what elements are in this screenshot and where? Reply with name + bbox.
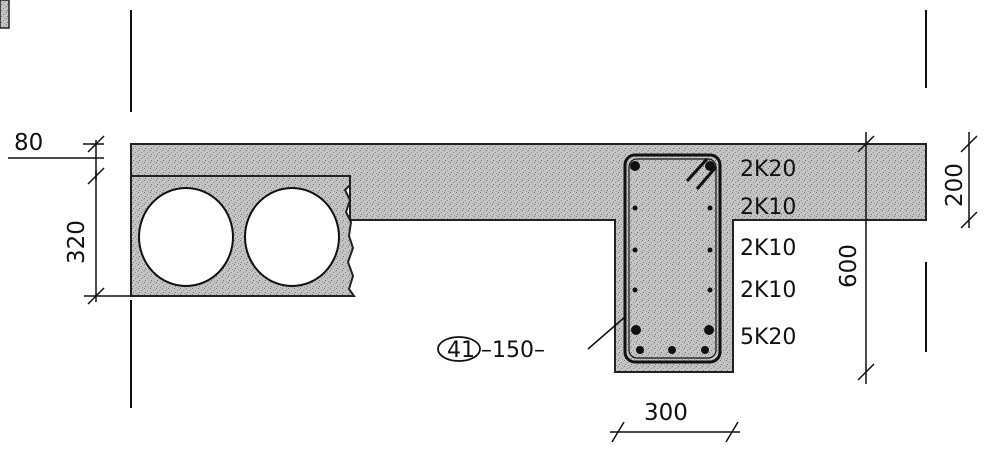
- rebar-bottom-3: [636, 346, 644, 354]
- dim-200-tick-top: [960, 135, 978, 153]
- rebar-top-left: [630, 161, 640, 171]
- rebar-label-row3: 2K10: [740, 236, 796, 261]
- stirrup-inner: [628, 158, 717, 359]
- rebar-side-left-2: [632, 247, 638, 253]
- rebar-bottom-2: [704, 325, 714, 335]
- stirrup-hook-2: [695, 166, 718, 190]
- rebar-bottom-1: [631, 325, 641, 335]
- dim-600-tick-top: [857, 135, 875, 153]
- rebar-label-row1: 2K20: [740, 157, 796, 182]
- rebar-label-row5: 5K20: [740, 325, 796, 350]
- rebar-side-right-2: [707, 247, 713, 253]
- dim-300-tick-right: [725, 421, 739, 443]
- t-beam-section: [130, 143, 927, 373]
- rebar-side-left-3: [632, 287, 638, 293]
- stirrup-leader: [587, 315, 627, 350]
- stirrup-mark-label: 41: [447, 338, 475, 363]
- hollowcore-void-1: [138, 187, 234, 287]
- stirrup-hook-1: [685, 157, 709, 183]
- dim-200-tick-bottom: [960, 211, 978, 229]
- dim-320-label: 320: [64, 220, 90, 264]
- hollowcore-void-2: [244, 187, 340, 287]
- dim-300-tick-left: [611, 421, 625, 443]
- dim-200-label: 200: [942, 163, 968, 207]
- rebar-top-right: [705, 161, 715, 171]
- rebar-bottom-5: [701, 346, 709, 354]
- stirrup: [623, 153, 722, 364]
- dim-80-tick-1: [87, 135, 105, 153]
- dim-600-tick-bottom: [857, 363, 875, 381]
- rebar-bottom-4: [668, 346, 676, 354]
- dim-600-label: 600: [836, 244, 862, 288]
- rebar-label-row4: 2K10: [740, 278, 796, 303]
- rebar-side-right-3: [707, 287, 713, 293]
- dim-300-label: 300: [644, 400, 688, 426]
- corner-mark: [0, 0, 10, 29]
- rebar-side-left-1: [632, 205, 638, 211]
- rebar-label-row2: 2K10: [740, 195, 796, 220]
- stirrup-mark-bubble: [437, 336, 481, 362]
- rebar-group: [630, 161, 715, 354]
- stirrup-spacing-label: –150–: [481, 338, 545, 363]
- dim-80-label: 80: [14, 130, 43, 156]
- rebar-side-right-1: [707, 205, 713, 211]
